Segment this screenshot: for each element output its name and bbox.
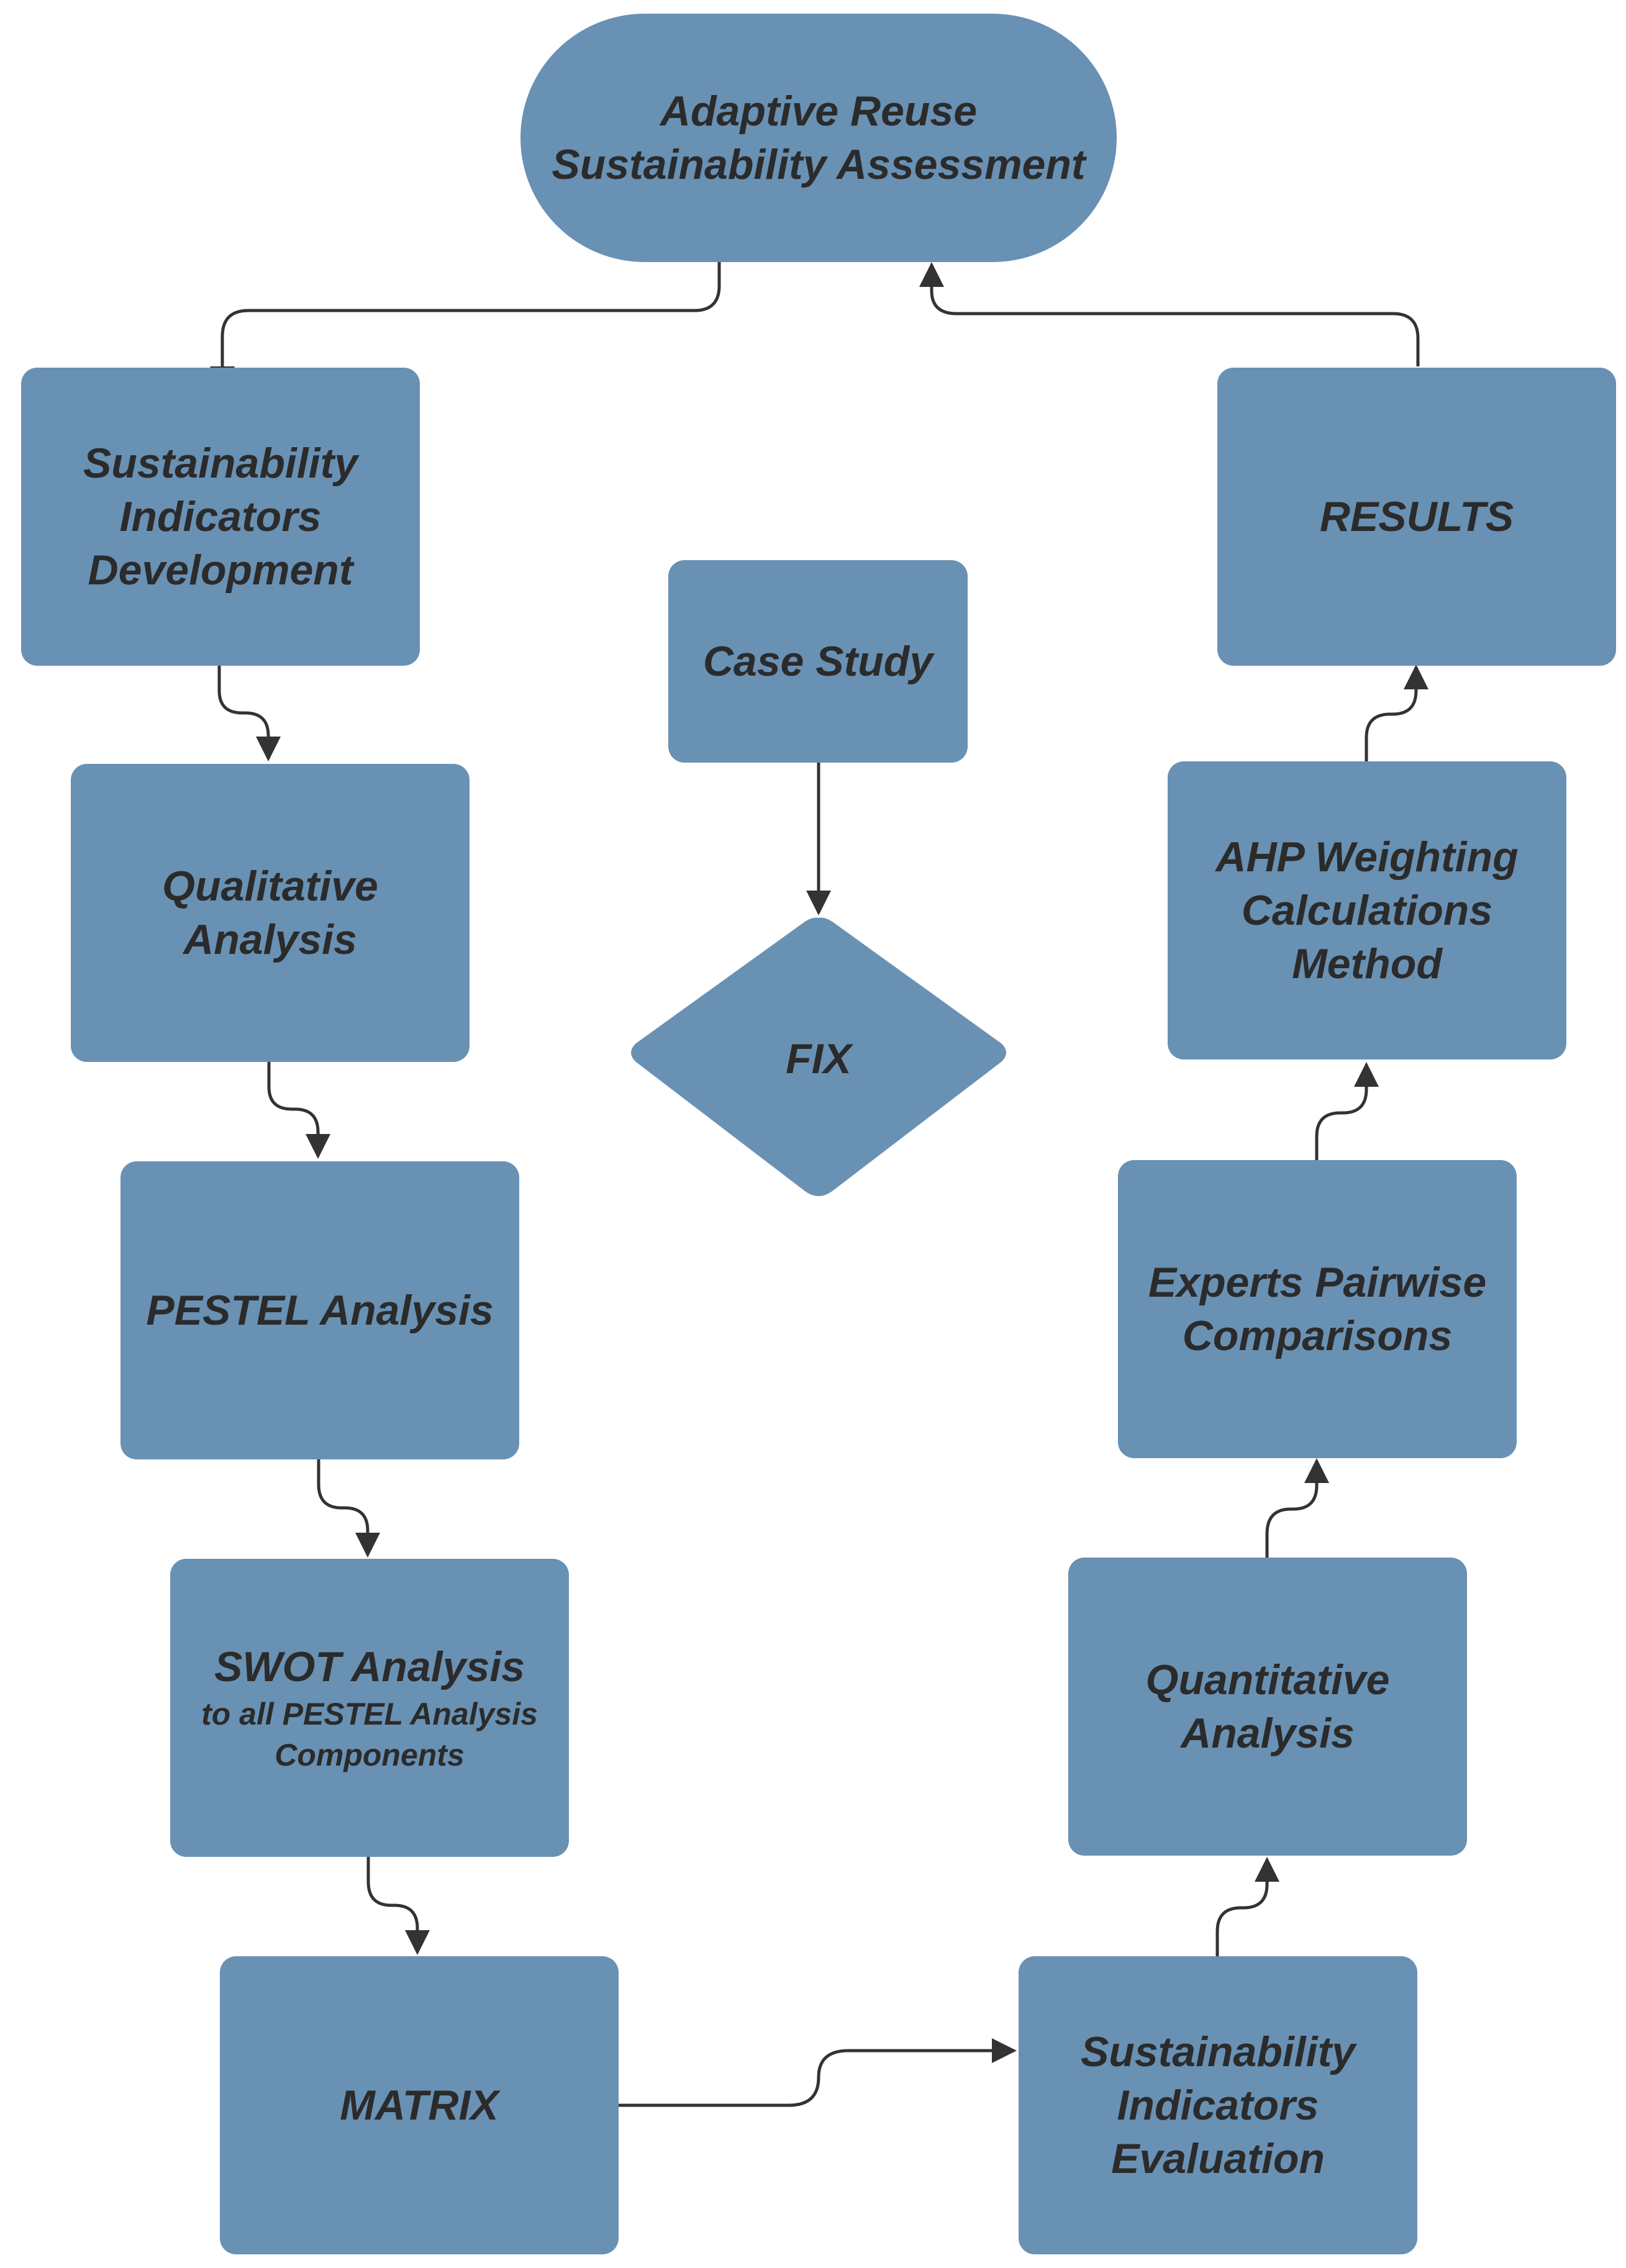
fix-label: FIX — [786, 1035, 852, 1082]
node-line: Sustainability — [83, 440, 358, 487]
node-line: Indicators — [1117, 2082, 1319, 2129]
node-line: AHP Weighting — [1215, 833, 1519, 881]
node-line: Qualitative — [162, 863, 378, 910]
node-sustainability-indicators-evaluation: Sustainability Indicators Evaluation — [1019, 1956, 1417, 2254]
node-line: Evaluation — [1111, 2135, 1325, 2182]
node-line: RESULTS — [1319, 493, 1514, 540]
connector-results-to-start — [919, 262, 1420, 366]
connector-start-to-development — [210, 261, 721, 391]
node-experts-pairwise: Experts Pairwise Comparisons — [1118, 1160, 1517, 1458]
node-line: Sustainability — [1080, 2028, 1356, 2075]
node-line: Quantitative — [1145, 1656, 1390, 1703]
node-line: Experts Pairwise — [1148, 1259, 1487, 1306]
connector-quantitative-to-pairwise — [1265, 1458, 1329, 1558]
node-quantitative-analysis: Quantitative Analysis — [1068, 1558, 1467, 1856]
node-subline: to all PESTEL Analysis — [201, 1697, 538, 1731]
node-line: Analysis — [183, 916, 357, 963]
node-sustainability-indicators-development: Sustainability Indicators Development — [21, 368, 420, 666]
connector-qualitative-to-pestel — [267, 1062, 330, 1159]
connector-ahp-to-results — [1365, 665, 1428, 761]
connector-matrix-to-evaluation — [619, 2038, 1017, 2107]
fix-diamond — [631, 917, 1006, 1196]
connector-swot-to-matrix — [366, 1857, 430, 1955]
node-line: SWOT Analysis — [214, 1643, 525, 1690]
node-pestel-analysis: PESTEL Analysis — [120, 1161, 519, 1459]
connector-pestel-to-swot — [317, 1459, 380, 1558]
node-swot-analysis: SWOT Analysis to all PESTEL Analysis Com… — [170, 1559, 569, 1857]
node-adaptive-reuse-assessment: Adaptive Reuse Sustainability Assessment — [520, 14, 1117, 262]
node-line: Indicators — [119, 493, 322, 540]
node-case-study: Case Study — [668, 560, 968, 763]
node-line: Development — [88, 547, 353, 594]
connector-development-to-qualitative — [217, 666, 281, 761]
node-line: Calculations — [1241, 887, 1493, 934]
node-line: Method — [1292, 940, 1442, 987]
node-line: MATRIX — [340, 2082, 499, 2129]
node-subline: Components — [275, 1738, 465, 1772]
node-line: Analysis — [1181, 1710, 1355, 1757]
node-line: Comparisons — [1182, 1312, 1453, 1359]
connector-evaluation-to-quantitative — [1215, 1857, 1279, 1956]
node-line: Case Study — [702, 638, 933, 685]
node-line: PESTEL Analysis — [146, 1287, 494, 1334]
node-ahp-weighting: AHP Weighting Calculations Method — [1168, 761, 1566, 1059]
node-matrix: MATRIX — [220, 1956, 619, 2254]
node-line: Adaptive Reuse — [660, 88, 978, 135]
node-qualitative-analysis: Qualitative Analysis — [71, 764, 470, 1062]
connector-pairwise-to-ahp — [1315, 1062, 1379, 1160]
node-fix: FIX — [627, 918, 1010, 1200]
node-results: RESULTS — [1217, 368, 1616, 666]
node-line: Sustainability Assessment — [552, 141, 1086, 188]
